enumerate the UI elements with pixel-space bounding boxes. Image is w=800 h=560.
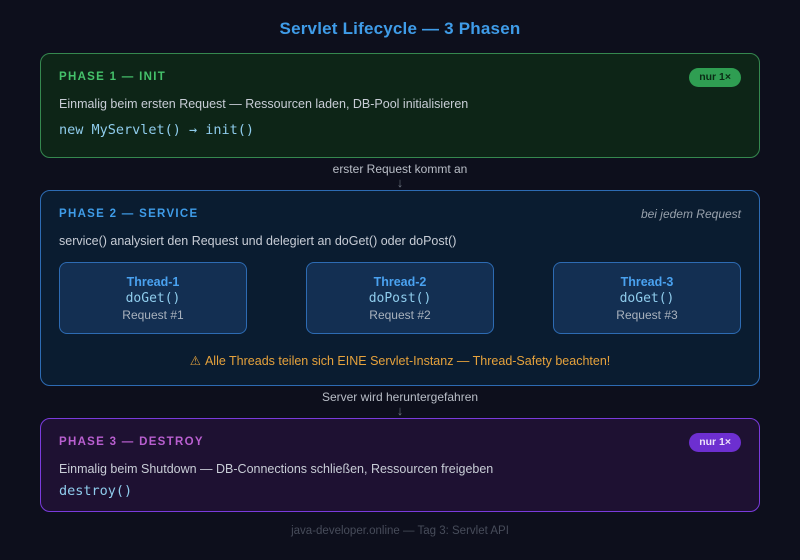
- connector-service-to-destroy: Server wird heruntergefahren ↓: [40, 390, 760, 418]
- thread-card-3: Thread-3 doGet() Request #3: [553, 262, 741, 334]
- phase-service-note: bei jedem Request: [640, 207, 741, 221]
- phase-init-header: PHASE 1 — INIT nur 1×: [59, 67, 741, 87]
- phase-init-badge: nur 1×: [689, 67, 741, 87]
- down-arrow-icon: ↓: [396, 175, 404, 190]
- thread-request: Request #1: [122, 307, 184, 322]
- thread-name: Thread-1: [126, 274, 180, 289]
- thread-method: doPost(): [368, 290, 432, 306]
- phase-destroy-code: destroy(): [59, 483, 133, 499]
- thread-method: doGet(): [125, 290, 181, 306]
- warning-icon: ⚠: [189, 354, 201, 368]
- phase-init-code: new MyServlet() → init(): [59, 122, 255, 138]
- thread-card-1: Thread-1 doGet() Request #1: [59, 262, 247, 334]
- phase-destroy-header: PHASE 3 — DESTROY nur 1×: [59, 432, 741, 452]
- phase-destroy-description: Einmalig beim Shutdown — DB-Connections …: [59, 462, 494, 476]
- thread-card-2: Thread-2 doPost() Request #2: [306, 262, 494, 334]
- phase-service-description: service() analysiert den Request und del…: [59, 234, 457, 248]
- phase-service-title: PHASE 2 — SERVICE: [59, 208, 199, 220]
- connector-label: Server wird heruntergefahren: [321, 390, 479, 404]
- phase-init-description: Einmalig beim ersten Request — Ressource…: [59, 97, 469, 111]
- thread-name: Thread-2: [373, 274, 427, 289]
- thread-row: Thread-1 doGet() Request #1 Thread-2 doP…: [59, 262, 741, 334]
- thread-safety-warning: ⚠Alle Threads teilen sich EINE Servlet-I…: [59, 353, 741, 368]
- thread-name: Thread-3: [620, 274, 674, 289]
- page-title: Servlet Lifecycle — 3 Phasen: [279, 19, 521, 38]
- phase-destroy-box: PHASE 3 — DESTROY nur 1× Einmalig beim S…: [40, 418, 760, 512]
- thread-request: Request #2: [369, 307, 431, 322]
- phase-destroy-badge: nur 1×: [689, 432, 741, 452]
- phase-destroy-title: PHASE 3 — DESTROY: [59, 436, 204, 448]
- footer-credit: java-developer.online — Tag 3: Servlet A…: [291, 525, 509, 537]
- phase-service-box: PHASE 2 — SERVICE bei jedem Request serv…: [40, 190, 760, 386]
- thread-request: Request #3: [616, 307, 678, 322]
- warning-text: Alle Threads teilen sich EINE Servlet-In…: [204, 354, 611, 368]
- connector-label: erster Request kommt an: [332, 162, 468, 176]
- phase-init-title: PHASE 1 — INIT: [59, 71, 167, 83]
- connector-init-to-service: erster Request kommt an ↓: [40, 162, 760, 190]
- phase-service-header: PHASE 2 — SERVICE bei jedem Request: [59, 204, 741, 224]
- down-arrow-icon: ↓: [396, 403, 404, 418]
- thread-method: doGet(): [619, 290, 675, 306]
- phase-init-box: PHASE 1 — INIT nur 1× Einmalig beim erst…: [40, 53, 760, 158]
